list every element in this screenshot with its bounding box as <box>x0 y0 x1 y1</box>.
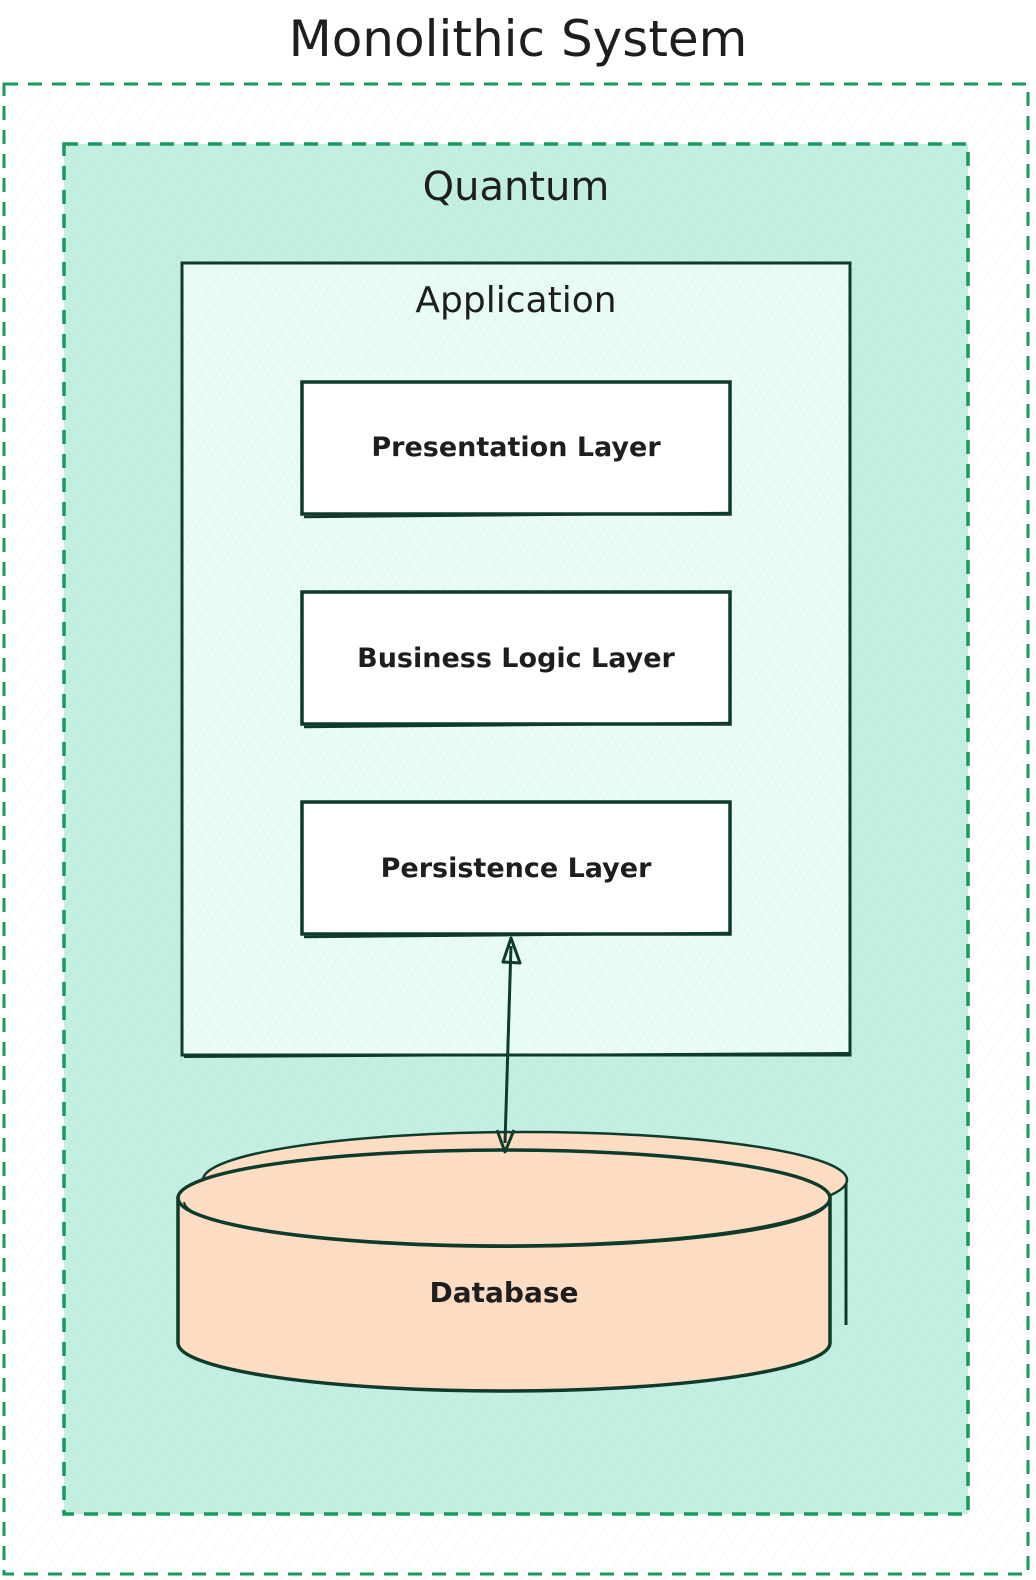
business-logic-layer-label: Business Logic Layer <box>357 643 675 674</box>
system-boundary-border <box>2 82 1030 1576</box>
application-label: Application <box>415 280 616 321</box>
persistence-database-connector <box>495 936 522 1154</box>
database-cylinder: Database <box>176 1130 849 1393</box>
arrowhead-down-icon <box>495 1129 516 1154</box>
persistence-layer-label: Persistence Layer <box>381 853 652 884</box>
arrowhead-up-icon <box>501 936 522 965</box>
presentation-layer-label: Presentation Layer <box>371 432 661 463</box>
business-logic-layer-box: Business Logic Layer <box>300 590 732 729</box>
database-label: Database <box>429 1276 578 1309</box>
diagram-title: Monolithic System <box>289 10 748 68</box>
quantum-boundary-border <box>62 142 970 1516</box>
persistence-layer-box: Persistence Layer <box>300 800 732 939</box>
presentation-layer-box: Presentation Layer <box>300 380 732 519</box>
quantum-label: Quantum <box>423 164 610 210</box>
